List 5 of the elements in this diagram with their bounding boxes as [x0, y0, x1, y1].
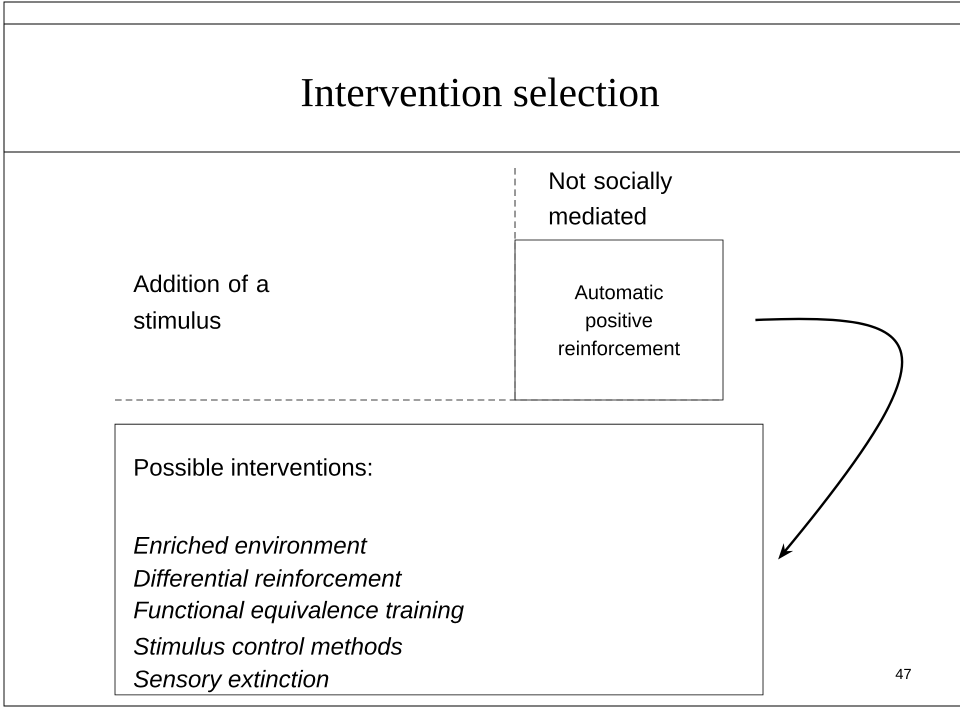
slide-title: Intervention selection — [302, 77, 660, 107]
annotation-text: Addition of a stimulus — [133, 274, 270, 329]
page-number: 47 — [896, 668, 911, 679]
reinforcement-box: Automatic positive reinforcement — [514, 240, 724, 400]
interventions-box: Possible interventions: Enriched environment Differential reinforcement Functional equivalence training Stimulus control methods Sensory extinction — [114, 424, 764, 696]
